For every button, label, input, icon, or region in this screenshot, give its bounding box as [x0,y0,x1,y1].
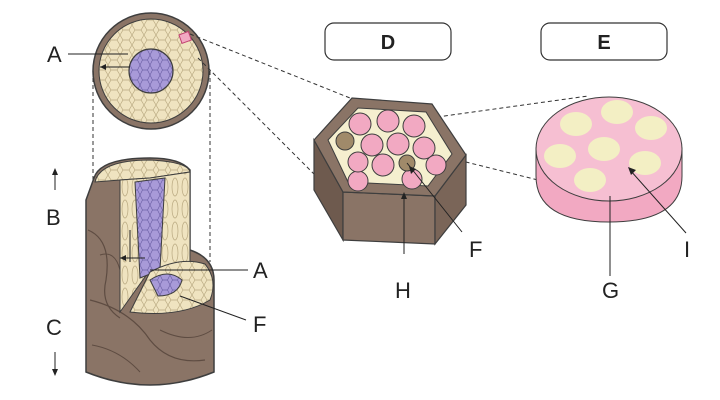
box-d: D [324,22,452,61]
label-f-hex: F [469,237,482,262]
label-i: I [684,237,690,262]
label-f-hex-leader [406,162,463,233]
box-e-label: E [597,32,610,54]
label-f-left: F [253,312,266,337]
brown-fiber-1 [335,131,355,151]
label-g: G [602,278,619,303]
label-h: H [395,278,411,303]
cross-section-disc [92,12,210,130]
label-a-mid: A [253,258,268,283]
box-d-label: D [381,32,395,54]
label-a-top: A [47,42,62,67]
stem-cutaway [85,157,215,386]
pith-core [128,48,174,94]
label-h-arrowhead [401,192,407,199]
label-f-left-leader [179,295,247,321]
label-i-arrowhead [628,167,636,175]
label-f-hex-arrowhead [409,166,416,174]
axis-arrow-down [52,352,58,376]
fiber-cylinder [535,96,683,223]
box-e: E [540,22,668,61]
label-i-leader [629,169,687,234]
disc-to-stem-guides [92,71,211,262]
highlight-cell [178,30,193,45]
axis-arrow-up [52,168,58,190]
label-c: C [46,315,62,340]
label-b: B [46,205,61,230]
hex-cell-bundle [313,97,467,246]
